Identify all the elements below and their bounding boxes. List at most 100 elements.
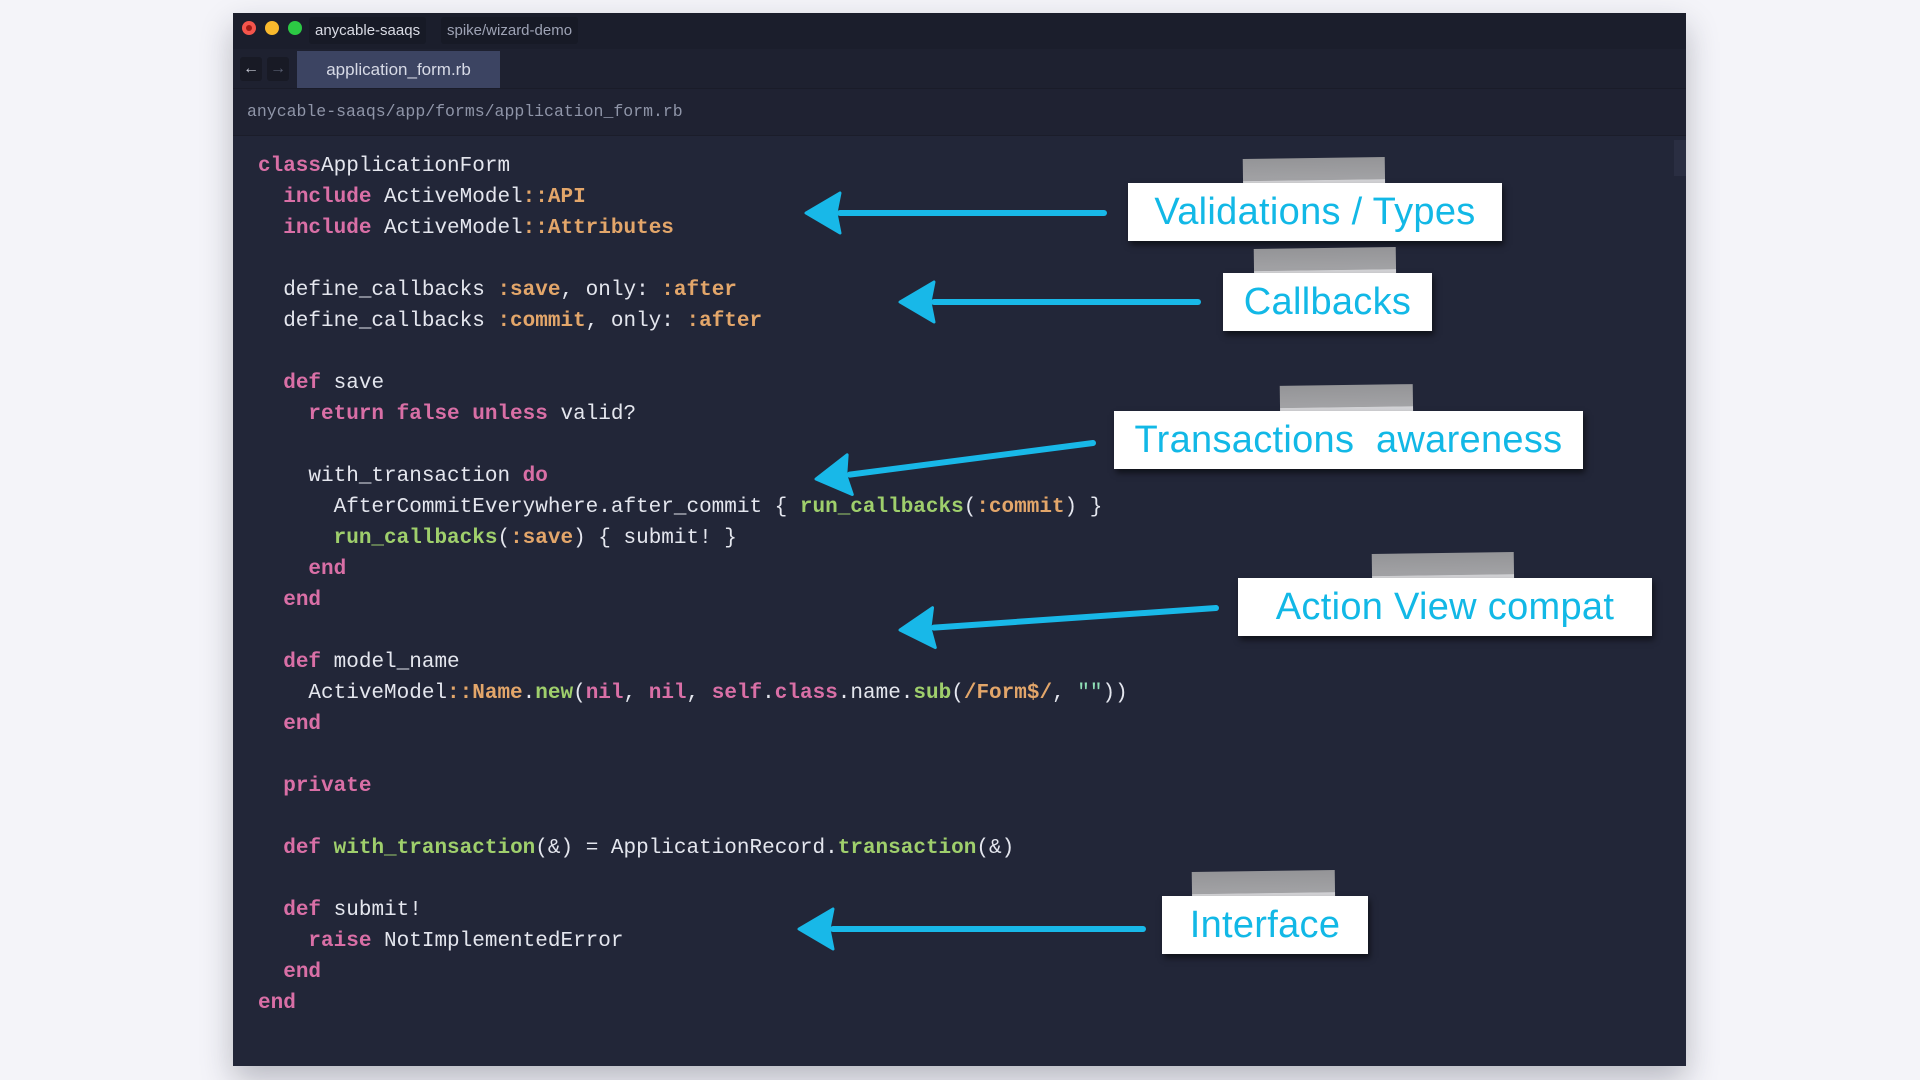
note-callbacks: Callbacks (1223, 273, 1432, 331)
note-action-view-compat: Action View compat (1238, 578, 1652, 636)
code-token (258, 217, 283, 240)
code-line (258, 616, 1128, 647)
code-token: .name. (837, 682, 914, 705)
code-token: ::API (522, 186, 586, 209)
code-token: , (623, 682, 649, 705)
code-token: model_name (321, 651, 460, 674)
code-line: private (258, 771, 1128, 802)
code-token: include (283, 217, 372, 240)
code-line: classApplicationForm (258, 151, 1128, 182)
breadcrumb-bar: anycable-saaqs/app/forms/application_for… (233, 89, 1686, 136)
code-token: , (686, 682, 712, 705)
code-line: def save (258, 368, 1128, 399)
file-path: anycable-saaqs/app/forms/application_for… (247, 102, 683, 121)
code-token: ( (497, 527, 511, 550)
code-line: end (258, 585, 1128, 616)
code-token: ::Attributes (522, 217, 674, 240)
code-token: end (283, 713, 322, 736)
vertical-scrollbar[interactable] (1674, 140, 1686, 176)
branch-chip[interactable]: spike/wizard-demo (441, 17, 579, 44)
code-token: class (774, 682, 838, 705)
close-window-button[interactable] (242, 21, 256, 35)
code-token: return false unless (308, 403, 548, 426)
code-token: :save (510, 527, 574, 550)
code-line (258, 337, 1128, 368)
code-line: def with_transaction(&) = ApplicationRec… (258, 833, 1128, 864)
code-token: :commit (976, 496, 1065, 519)
code-token: self (711, 682, 763, 705)
code-line: define_callbacks :commit, only: :after (258, 306, 1128, 337)
editor-window: anycable-saaqs spike/wizard-demo ← → app… (233, 13, 1686, 1066)
code-token: . (762, 682, 775, 705)
code-token: class (258, 155, 322, 178)
code-token: nil (648, 682, 687, 705)
code-token: . (522, 682, 536, 705)
repo-chip[interactable]: anycable-saaqs (309, 17, 427, 44)
code-line (258, 244, 1128, 275)
code-line: return false unless valid? (258, 399, 1128, 430)
code-token: include (283, 186, 372, 209)
code-line: include ActiveModel::Attributes (258, 213, 1128, 244)
code-token: end (283, 961, 322, 984)
code-token: , only: (560, 279, 662, 302)
code-line (258, 430, 1128, 461)
back-arrow-icon[interactable]: ← (240, 57, 262, 81)
code-token (258, 558, 308, 581)
code-token: define_callbacks (258, 279, 498, 302)
code-token: new (535, 682, 574, 705)
code-token: ApplicationForm (321, 155, 511, 178)
code-line: def submit! (258, 895, 1128, 926)
code-token (321, 837, 334, 860)
code-line: def model_name (258, 647, 1128, 678)
code-token: ( (951, 682, 964, 705)
code-token: private (283, 775, 372, 798)
code-token: (&) (976, 837, 1015, 860)
code-token: :commit (497, 310, 586, 333)
code-line: end (258, 709, 1128, 740)
code-token (258, 651, 283, 674)
code-token: :after (661, 279, 737, 302)
code-line (258, 802, 1128, 833)
code-token: ActiveModel (371, 217, 523, 240)
tab-application-form[interactable]: application_form.rb (297, 51, 500, 88)
code-token (258, 837, 283, 860)
code-line: end (258, 554, 1128, 585)
code-token: save (321, 372, 385, 395)
zoom-window-button[interactable] (288, 21, 302, 35)
code-line: AfterCommitEverywhere.after_commit { run… (258, 492, 1128, 523)
code-token: , only: (585, 310, 687, 333)
code-line: run_callbacks(:save) { submit! } (258, 523, 1128, 554)
code-token: end (283, 589, 322, 612)
code-token (258, 899, 283, 922)
code-token: ActiveModel (258, 682, 448, 705)
code-line (258, 864, 1128, 895)
code-token: end (258, 992, 296, 1015)
code-token: ( (573, 682, 586, 705)
code-token: def (283, 837, 322, 860)
note-interface: Interface (1162, 896, 1368, 954)
code-token (258, 589, 283, 612)
code-token: with_transaction (258, 465, 523, 488)
code-line: end (258, 988, 1128, 1019)
code-token: , (1052, 682, 1078, 705)
code-token: sub (913, 682, 952, 705)
code-token: /Form$/ (963, 682, 1053, 705)
code-token: with_transaction (333, 837, 536, 860)
code-token: run_callbacks (333, 527, 498, 550)
code-token (258, 186, 283, 209)
code-editor[interactable]: classApplicationForm include ActiveModel… (258, 151, 1128, 1019)
code-token: ) { submit! } (573, 527, 737, 550)
forward-arrow-icon[interactable]: → (267, 57, 289, 81)
code-token (258, 930, 308, 953)
code-token: (&) = ApplicationRecord. (535, 837, 838, 860)
code-token (258, 775, 283, 798)
code-token: submit! (321, 899, 422, 922)
code-token (258, 403, 308, 426)
code-line: with_transaction do (258, 461, 1128, 492)
code-token: run_callbacks (799, 496, 964, 519)
minimize-window-button[interactable] (265, 21, 279, 35)
code-line: define_callbacks :save, only: :after (258, 275, 1128, 306)
tab-bar: ← → application_form.rb (233, 49, 1686, 89)
code-token: :after (686, 310, 763, 333)
code-token: :save (497, 279, 561, 302)
